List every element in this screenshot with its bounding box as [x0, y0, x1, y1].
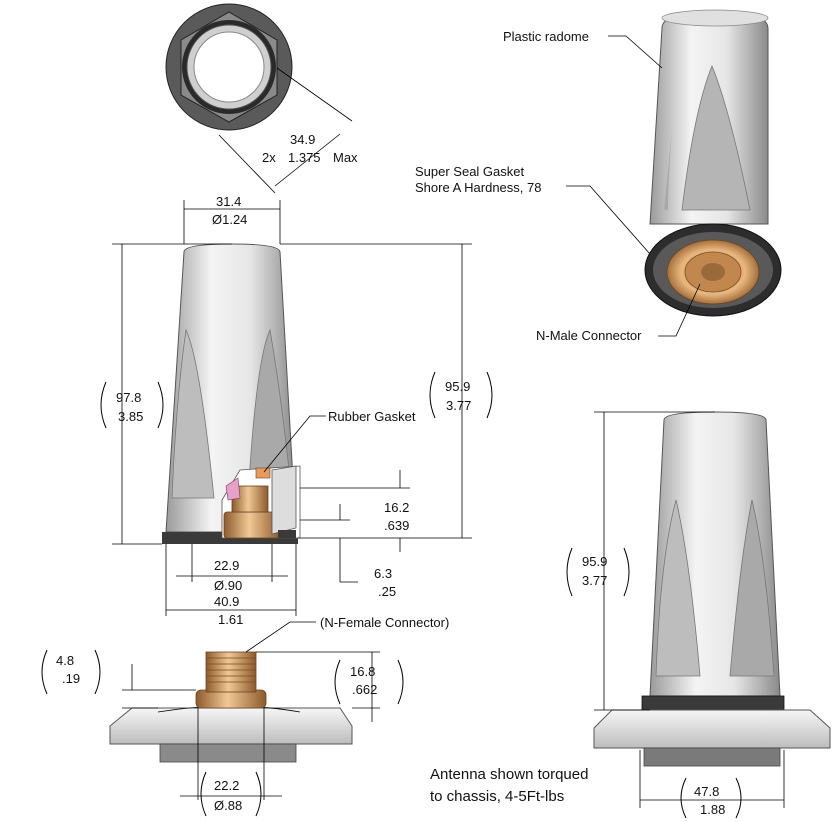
dim-gasket-lower-inch: .25: [378, 584, 396, 599]
dim-height-center-inch: 3.77: [446, 398, 471, 413]
dim-height-right-mm: 95.9: [582, 554, 607, 569]
dim-base-outer-mm: 40.9: [214, 594, 239, 609]
dim-height-right-inch: 3.77: [582, 573, 607, 588]
label-rubber-gasket: Rubber Gasket: [328, 409, 416, 424]
callout-labels: Plastic radome Super Seal Gasket Shore A…: [320, 29, 642, 805]
iso-view-top: [644, 9, 782, 317]
dim-flange-w-mm: 47.8: [694, 784, 719, 799]
dim-base-outer-inch: 1.61: [218, 612, 243, 627]
dim-hex-inch: 1.375: [288, 150, 321, 165]
dim-gasket-upper-inch: .639: [384, 518, 409, 533]
dim-height-center-mm: 95.9: [445, 379, 470, 394]
dim-height-left-inch: 3.85: [118, 409, 143, 424]
dim-hole-dia-mm: 22.2: [214, 778, 239, 793]
dimension-values: 34.9 2x 1.375 Max 31.4 Ø1.24 97.8 3.85 9…: [56, 132, 725, 817]
dim-base-inner-mm: 22.9: [214, 558, 239, 573]
dim-flange-w-inch: 1.88: [700, 802, 725, 817]
dimension-lines: [112, 35, 785, 808]
caption-line-1: Antenna shown torqued: [430, 766, 588, 783]
label-shore-hardness: Shore A Hardness, 78: [415, 180, 541, 195]
dim-top-dia-mm: 31.4: [216, 194, 241, 209]
connector-view: [109, 651, 353, 763]
label-plastic-radome: Plastic radome: [503, 29, 589, 44]
dim-connector-h-mm: 16.8: [350, 664, 375, 679]
dim-base-inner-inch: Ø.90: [214, 578, 242, 593]
dim-flange-thk-mm: 4.8: [56, 653, 74, 668]
label-n-female-connector: (N-Female Connector): [320, 615, 449, 630]
caption-line-2: to chassis, 4-5Ft-lbs: [430, 788, 564, 805]
label-n-male-connector: N-Male Connector: [536, 328, 642, 343]
dim-gasket-upper-mm: 16.2: [384, 500, 409, 515]
top-view: [165, 3, 353, 194]
label-super-seal-gasket: Super Seal Gasket: [415, 164, 525, 179]
dim-hex-suffix: Max: [333, 150, 358, 165]
dim-connector-h-inch: .662: [352, 682, 377, 697]
dim-hex-mm: 34.9: [290, 132, 315, 147]
torqued-view: [593, 411, 831, 767]
dim-flange-thk-inch: .19: [62, 671, 80, 686]
front-view: [162, 243, 301, 544]
dimension-brackets: [41, 371, 742, 819]
dim-gasket-lower-mm: 6.3: [374, 566, 392, 581]
dim-hole-dia-inch: Ø.88: [214, 798, 242, 813]
dim-height-left-mm: 97.8: [116, 390, 141, 405]
dim-top-dia-inch: Ø1.24: [212, 212, 247, 227]
dim-hex-prefix: 2x: [262, 150, 276, 165]
